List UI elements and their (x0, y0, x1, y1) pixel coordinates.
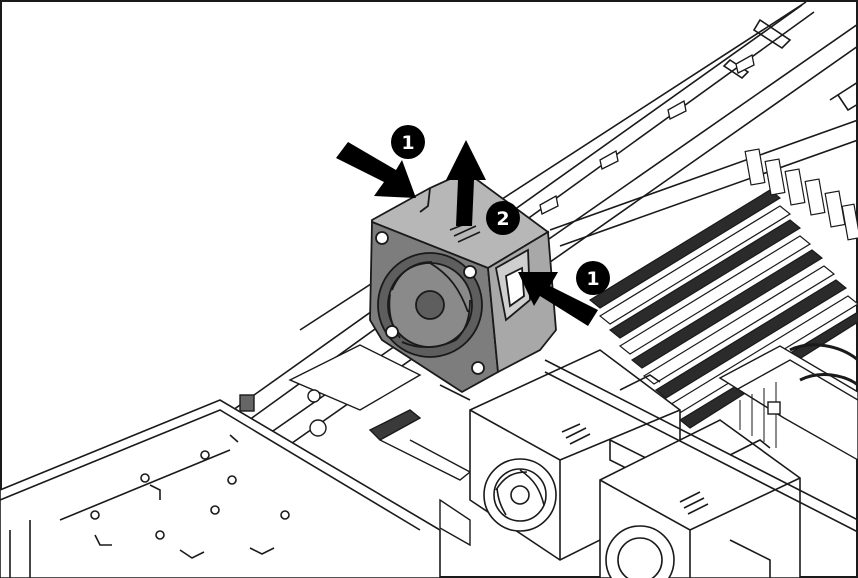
rail-clips (539, 53, 755, 215)
dimm-latches (744, 148, 858, 241)
callout-number: 1 (401, 132, 414, 154)
callout-1-left: 1 (391, 125, 425, 159)
chassis-hardware (239, 344, 472, 547)
up-arrow-icon (446, 140, 486, 226)
installed-fan-2 (599, 419, 801, 578)
callout-number: 2 (496, 208, 509, 230)
drive-cage (0, 399, 441, 578)
fan-module-icon (369, 175, 557, 394)
arrow-icon (336, 142, 416, 198)
callout-2: 2 (486, 201, 520, 235)
callout-number: 1 (586, 268, 599, 290)
processor-heatsink (718, 343, 858, 461)
arrow-icon (518, 272, 598, 326)
fan-bay-dividers (439, 359, 858, 533)
callout-1-right: 1 (576, 261, 610, 295)
